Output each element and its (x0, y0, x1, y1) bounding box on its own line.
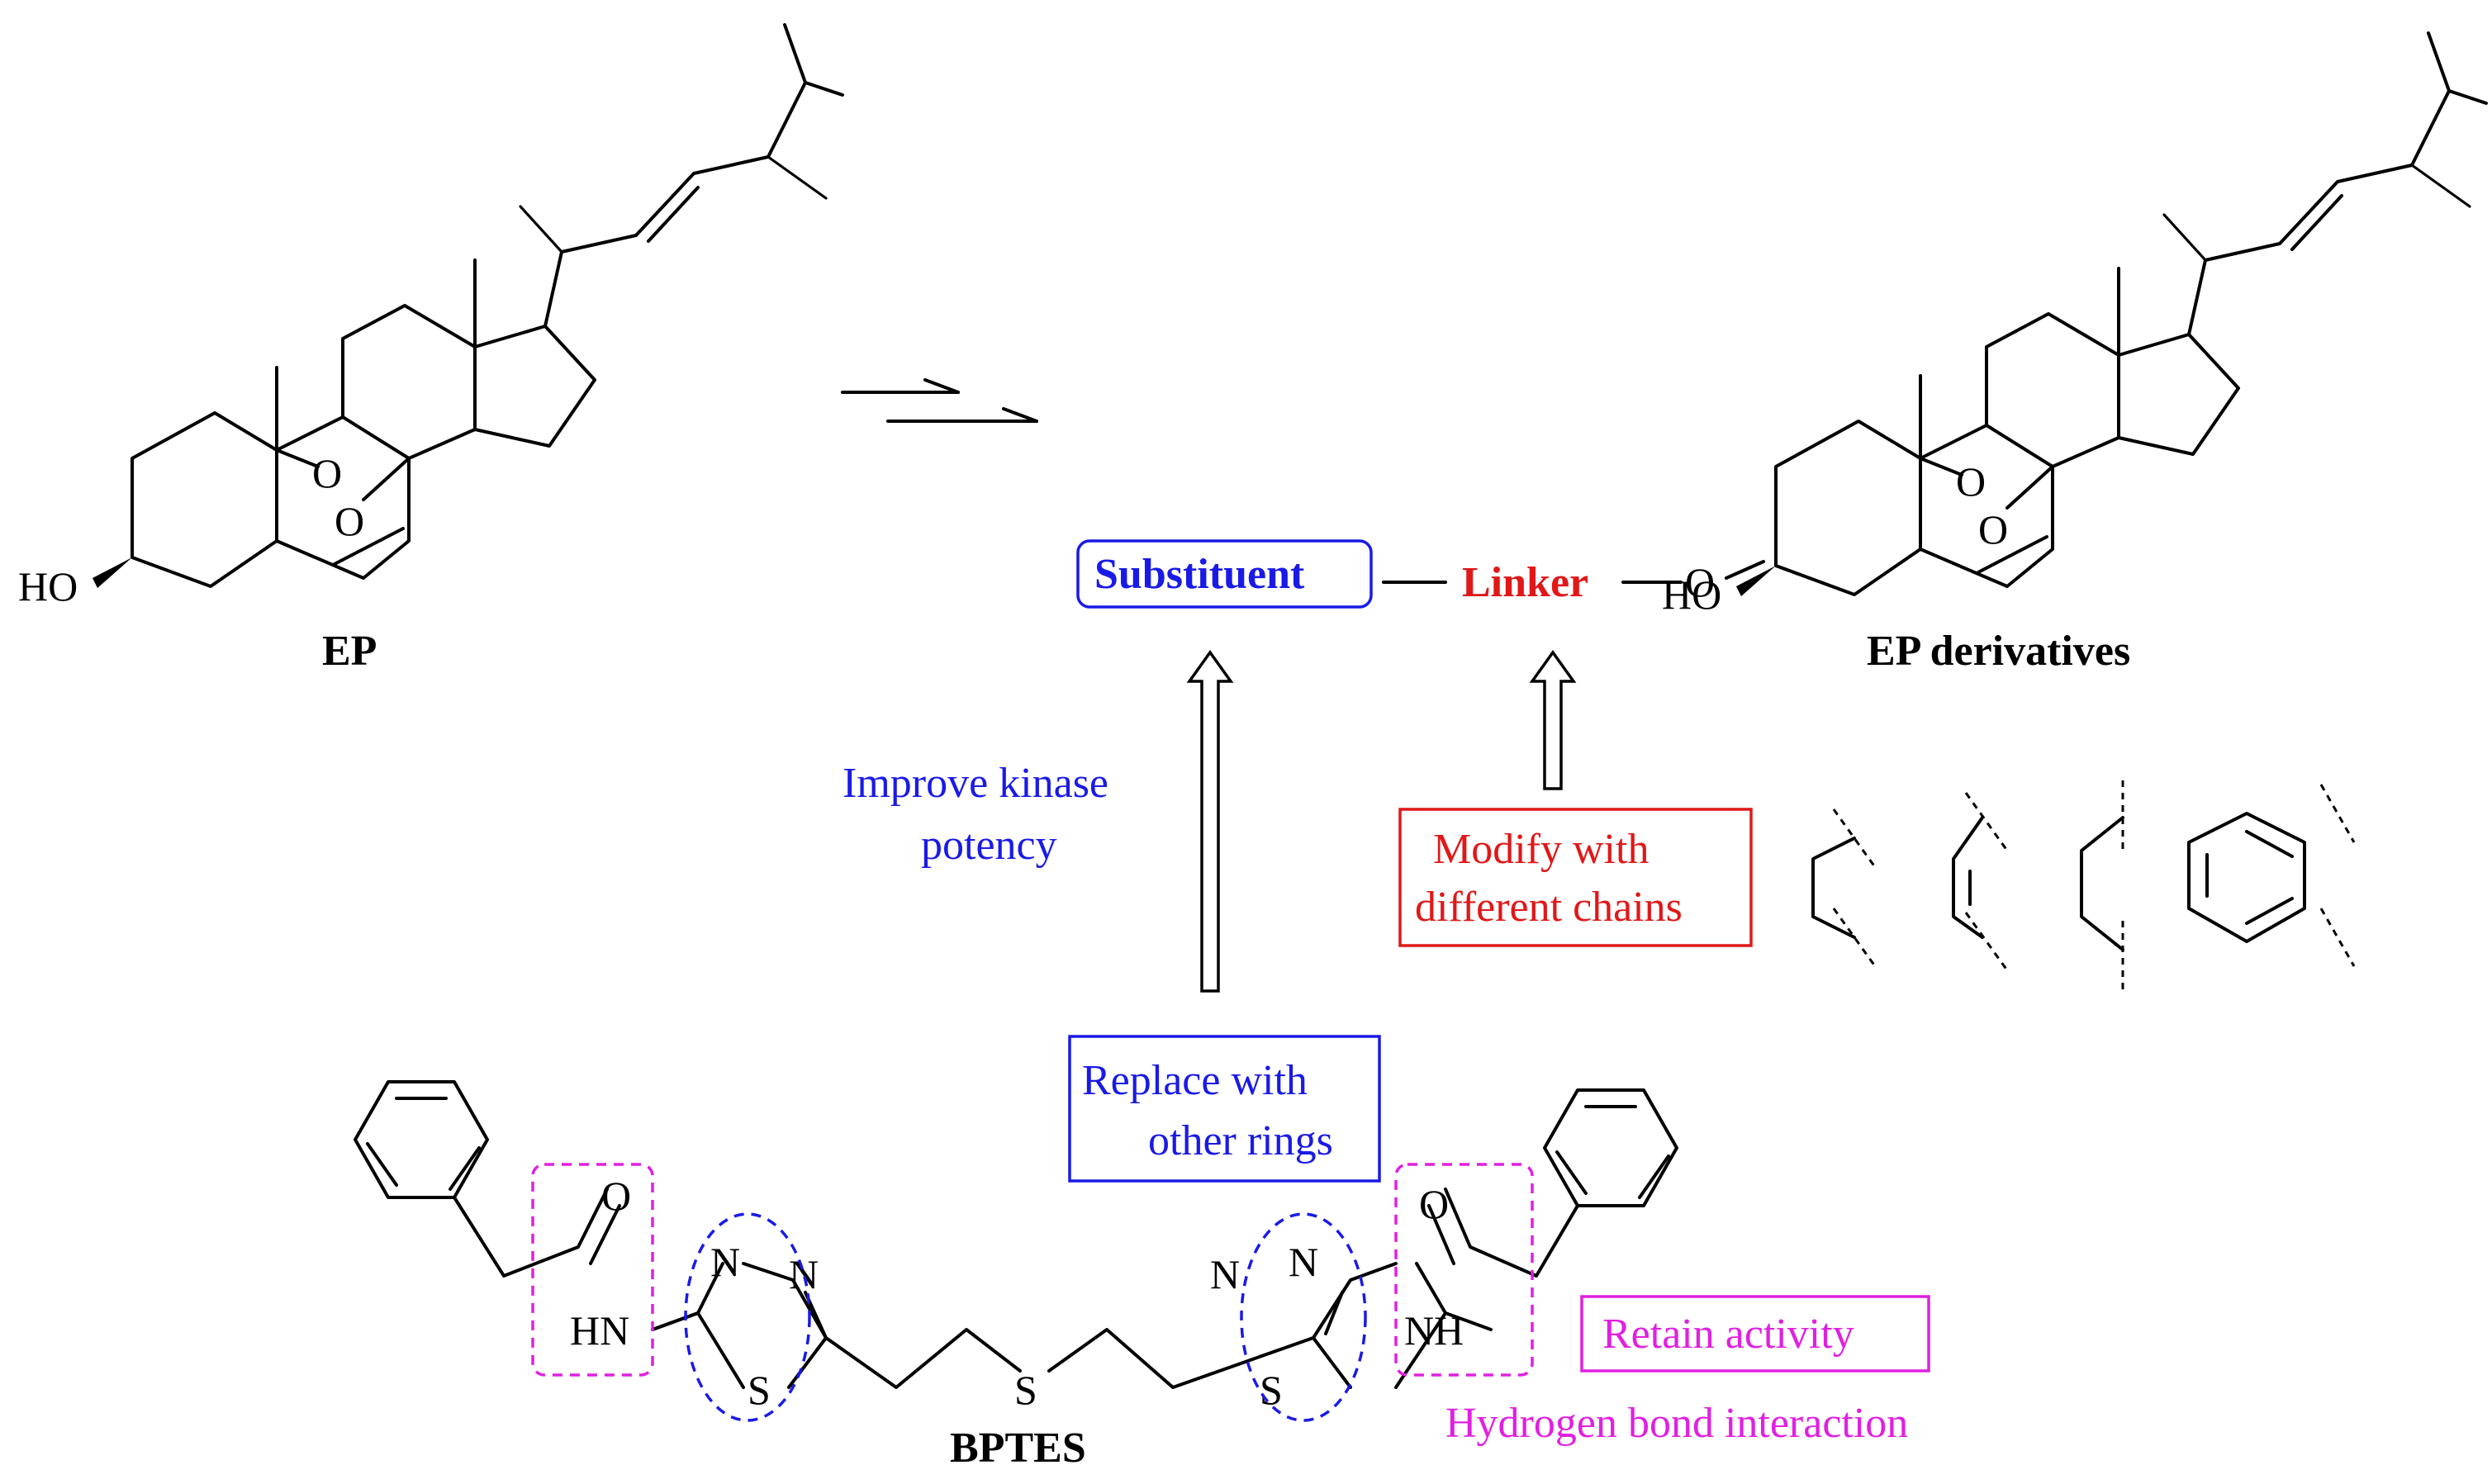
right-amide-highlight (1394, 1163, 1534, 1377)
modify-label-line2: different chains (1415, 884, 1683, 931)
right-thiadiazole-highlight (1240, 1212, 1367, 1422)
linker-example-vinylene (1952, 792, 2009, 971)
left-amide-hn-label: HN (570, 1307, 629, 1354)
hbond-label: Hydrogen bond interaction (1445, 1400, 1908, 1447)
replace-label-line2: other rings (1148, 1117, 1333, 1164)
substituent-label: Substituent (1094, 551, 1305, 598)
linker-example-phenylene (2187, 784, 2356, 967)
ep-derivatives-label: EP derivatives (1867, 628, 2130, 675)
ep-structure (17, 23, 844, 611)
modify-box (1398, 808, 1753, 947)
improve-label-line1: Improve kinase (843, 760, 1108, 807)
reaction-arrows (841, 378, 1038, 423)
linker-example-ethyl (1811, 808, 1877, 967)
left-ring-n2-label: N (789, 1251, 819, 1297)
right-ring-s-label: S (1260, 1367, 1283, 1413)
right-amide-nh-label: NH (1404, 1307, 1464, 1354)
left-carbonyl-o-label: O (601, 1173, 631, 1219)
left-amide-highlight (531, 1163, 654, 1377)
right-ring-n1-label: N (1210, 1251, 1240, 1297)
modify-label-line1: Modify with (1433, 826, 1649, 873)
right-carbonyl-o-label: O (1419, 1181, 1449, 1227)
replace-box (1068, 1035, 1381, 1183)
substituent-arrow (1186, 649, 1234, 993)
linker-example-propyl (2080, 780, 2124, 991)
retain-box (1580, 1295, 1930, 1373)
improve-label-line2: potency (921, 822, 1057, 869)
bptes-label: BPTES (950, 1425, 1086, 1472)
thioether-s-label: S (1014, 1367, 1037, 1413)
left-ring-n1-label: N (710, 1239, 740, 1285)
ep-derivative-structure (1660, 31, 2488, 619)
right-ring-n2-label: N (1289, 1239, 1318, 1285)
left-thiadiazole-highlight (684, 1212, 811, 1422)
ep-label: EP (322, 628, 377, 675)
ether-o-label: O (1685, 559, 1715, 605)
bptes-structure (354, 1080, 1678, 1389)
linker-label: Linker (1462, 559, 1588, 606)
substituent-box (1076, 539, 1373, 609)
replace-label-line1: Replace with (1082, 1057, 1308, 1104)
left-ring-s-label: S (748, 1367, 771, 1413)
linker-arrow (1529, 649, 1577, 790)
retain-label: Retain activity (1602, 1311, 1854, 1358)
